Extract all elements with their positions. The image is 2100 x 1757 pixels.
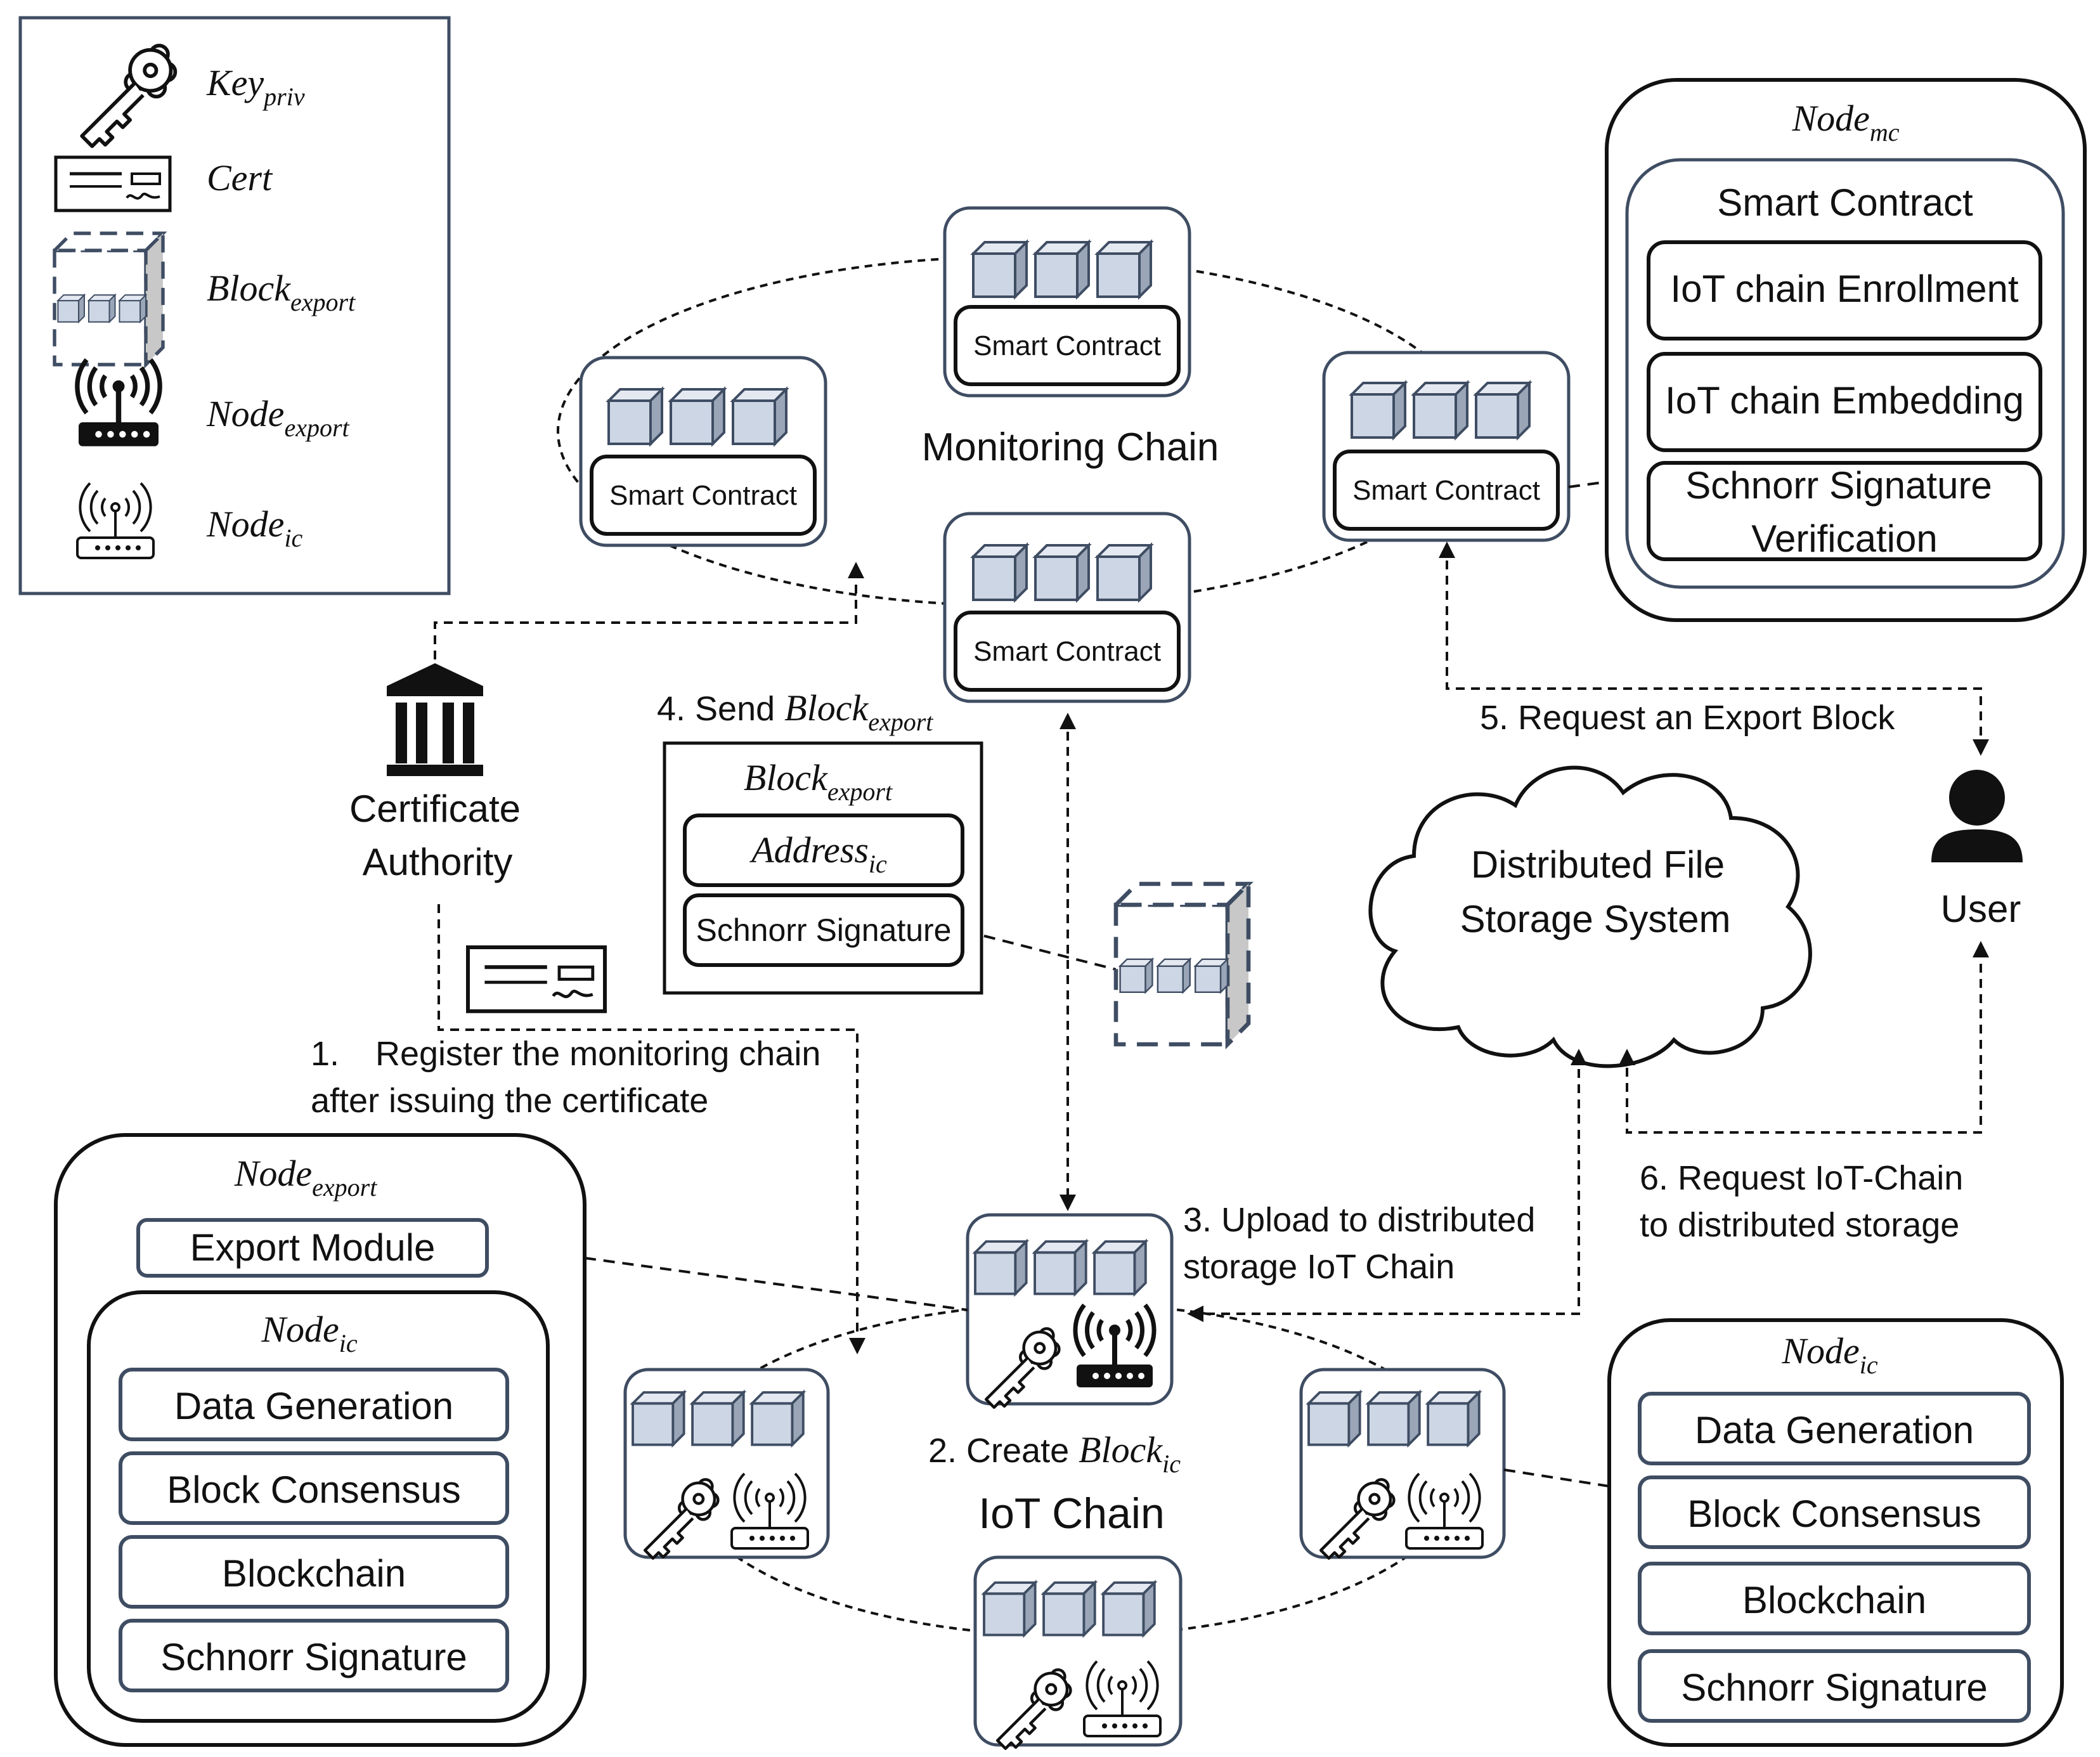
node-ic-panel: Nodeic Data Generation Block Consensus B… xyxy=(1607,1318,2064,1747)
smart-contract-label: Smart Contract xyxy=(609,480,797,511)
export-module-label: Export Module xyxy=(190,1226,436,1269)
bank-icon xyxy=(387,663,483,776)
iot-chain-title: IoT Chain xyxy=(978,1489,1165,1538)
schnorr-signature-label: Schnorr Signature xyxy=(160,1636,467,1678)
monitoring-chain-title: Monitoring Chain xyxy=(922,425,1219,469)
iot-export-node xyxy=(966,1213,1174,1408)
smart-contract-label: Smart Contract xyxy=(1352,475,1540,506)
ca-label-line2: Authority xyxy=(363,841,513,883)
ca-to-iot-arrow xyxy=(438,904,865,1354)
step5-label: 5. Request an Export Block xyxy=(1480,699,1895,737)
step3-line1: 3. Upload to distributed xyxy=(1183,1201,1535,1239)
user-label: User xyxy=(1941,888,2021,930)
schnorr-verification-line2: Verification xyxy=(1751,517,1938,560)
step3-line2: storage IoT Chain xyxy=(1183,1248,1455,1286)
export-block-icon xyxy=(1116,884,1248,1044)
node-export-title: Nodeexport xyxy=(234,1153,378,1202)
step1-line1: Register the monitoring chain xyxy=(375,1035,820,1073)
legend-block-export: Blockexport xyxy=(207,268,356,316)
step2-label: 2. Create Blockic xyxy=(928,1429,1181,1478)
certificate-icon xyxy=(56,157,170,211)
legend-cert: Cert xyxy=(207,157,273,198)
step6-line1: 6. Request IoT-Chain xyxy=(1640,1159,1963,1197)
block-export-title: Blockexport xyxy=(744,757,893,806)
step3-arrow xyxy=(1187,1049,1587,1322)
address-ic: Addressic xyxy=(749,829,887,878)
iot-chain: IoT Chain xyxy=(623,1213,1506,1749)
mc-node-top: Smart Contract xyxy=(943,206,1191,398)
iot-node-right xyxy=(1299,1368,1506,1559)
step1-line2: after issuing the certificate xyxy=(311,1082,708,1120)
legend-key-priv: Keypriv xyxy=(206,62,305,111)
iot-chain-enrollment: IoT chain Enrollment xyxy=(1670,268,2019,310)
blockchain-label: Blockchain xyxy=(1742,1579,1926,1621)
cloud-storage: Distributed File Storage System xyxy=(1368,765,1812,1068)
mc-node-bottom: Smart Contract xyxy=(943,512,1191,703)
block-export-box: Blockexport Addressic Schnorr Signature xyxy=(663,741,983,995)
export-block-icon xyxy=(55,233,163,365)
node-ic-title: Nodeic xyxy=(1781,1330,1878,1379)
ca-label-line1: Certificate xyxy=(349,788,521,830)
data-generation-label: Data Generation xyxy=(1695,1409,1974,1451)
storage-label-line1: Distributed File xyxy=(1471,843,1725,886)
iot-chain-embedding: IoT chain Embedding xyxy=(1665,379,2024,422)
block-consensus-label: Block Consensus xyxy=(167,1468,461,1511)
step6-line2: to distributed storage xyxy=(1640,1206,1959,1244)
node-mc-smart-contract: Smart Contract xyxy=(1717,181,1973,224)
monitoring-chain: Smart Contract Smart Contract Smart Cont… xyxy=(557,206,1571,703)
node-export-panel: Nodeexport Export Module Nodeic Data Gen… xyxy=(54,1133,587,1747)
schnorr-verification-line1: Schnorr Signature xyxy=(1685,464,1992,507)
data-generation-label: Data Generation xyxy=(174,1385,453,1427)
step4-label: 4. Send Blockexport xyxy=(657,687,933,736)
mc-node-right: Smart Contract xyxy=(1322,351,1571,542)
ca-to-mc-arrow xyxy=(434,562,864,659)
block-consensus-label: Block Consensus xyxy=(1687,1493,1981,1535)
smart-contract-label: Smart Contract xyxy=(973,330,1161,361)
node-mc-title: Nodemc xyxy=(1791,98,1899,146)
node-mc-panel: Nodemc Smart Contract IoT chain Enrollme… xyxy=(1568,78,2087,622)
step5-arrow xyxy=(1439,541,1989,756)
schnorr-signature-label: Schnorr Signature xyxy=(1681,1666,1988,1709)
legend-node-ic: Nodeic xyxy=(206,503,303,552)
schnorr-signature-label: Schnorr Signature xyxy=(696,912,951,948)
blockchain-label: Blockchain xyxy=(222,1552,406,1595)
user-icon xyxy=(1931,770,2023,862)
legend-node-export: Nodeexport xyxy=(206,393,350,442)
iot-node-bottom xyxy=(973,1555,1183,1749)
legend: Keypriv Cert Blockexport Nodeexport Node… xyxy=(18,16,451,595)
certificate-icon xyxy=(468,947,605,1011)
mc-node-left: Smart Contract xyxy=(579,356,827,547)
node-ic-inner-title: Nodeic xyxy=(261,1309,358,1358)
smart-contract-label: Smart Contract xyxy=(973,636,1161,667)
storage-label-line2: Storage System xyxy=(1460,898,1731,940)
certificate-authority: Certificate Authority xyxy=(349,663,605,1011)
step1-number: 1. xyxy=(311,1035,339,1073)
iot-node-left xyxy=(623,1368,830,1559)
